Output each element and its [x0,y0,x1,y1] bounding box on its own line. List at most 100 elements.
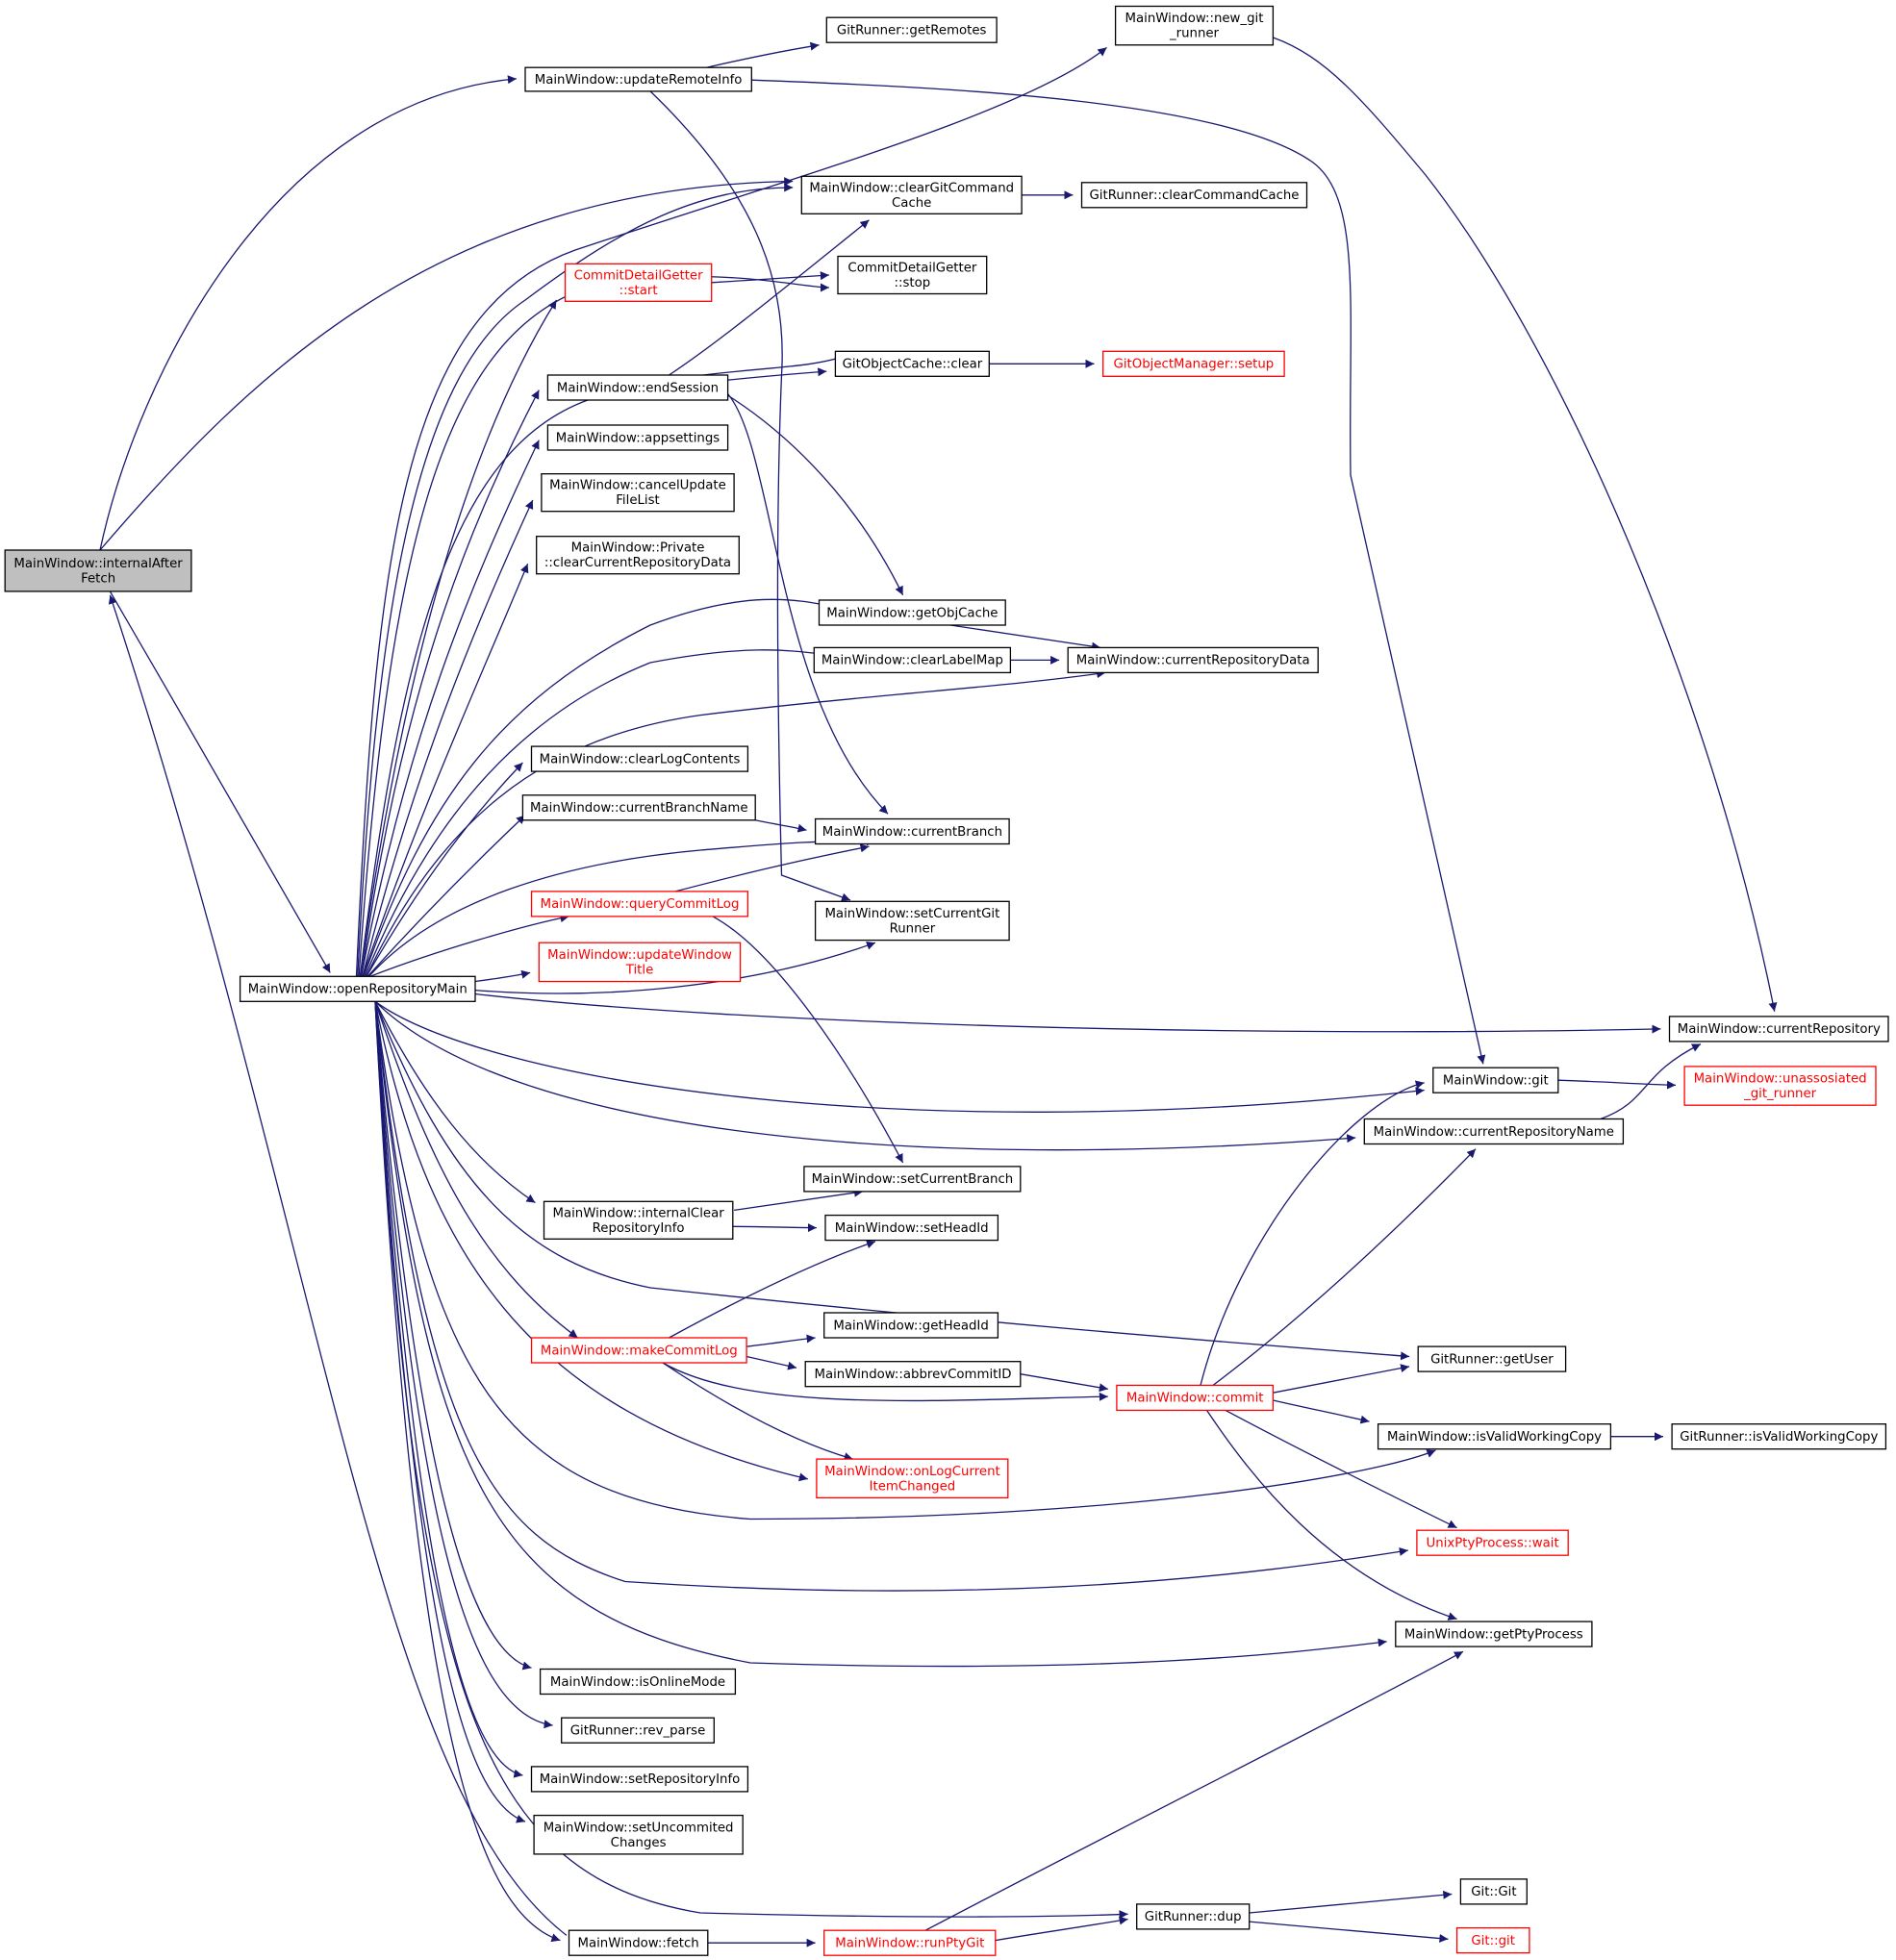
node-getPtyProcess[interactable]: MainWindow::getPtyProcess [1395,1621,1593,1647]
node-box [1459,1878,1528,1905]
edge-openRepositoryMain-to-currentRepositoryName [374,1000,1356,1151]
edge-openRepositoryMain-to-setCurrentGitRunner [474,942,876,994]
nodes-layer: MainWindow::internalAfterFetchMainWindow… [4,5,1889,1956]
node-gr_isValidWorkingCopy[interactable]: GitRunner::isValidWorkingCopy [1671,1423,1887,1450]
node-appsettings[interactable]: MainWindow::appsettings [546,424,729,451]
edge-openRepositoryMain-to-internalClearRepositoryInfo [374,1001,536,1204]
node-new_git_runner[interactable]: MainWindow::new_git_runner [1114,5,1275,46]
node-getHeadId[interactable]: MainWindow::getHeadId [823,1312,999,1339]
node-box [546,424,729,451]
node-currentRepository[interactable]: MainWindow::currentRepository [1668,1016,1889,1043]
node-getUser[interactable]: GitRunner::getUser [1417,1345,1567,1372]
edge-openRepositoryMain-to-clearCurrentRepositoryData [362,564,529,977]
node-git_Git[interactable]: Git::Git [1459,1878,1528,1905]
node-currentBranch[interactable]: MainWindow::currentBranch [814,817,1010,845]
edge-makeCommitLog-to-getHeadId [746,1334,816,1347]
node-box [1363,1118,1625,1145]
edge-updateRemoteInfo-to-getRemotes [706,41,820,68]
node-rev_parse[interactable]: GitRunner::rev_parse [561,1717,715,1744]
edge-abbrevCommitID-to-commit [1020,1373,1108,1393]
node-box [239,975,476,1002]
node-getObjCache[interactable]: MainWindow::getObjCache [818,599,1006,626]
node-box [1416,1529,1569,1556]
node-setRepositoryInfo[interactable]: MainWindow::setRepositoryInfo [530,1766,749,1793]
node-cdg_start[interactable]: CommitDetailGetter::start [564,263,713,302]
node-label: MainWindow::new_git [1125,12,1264,26]
edge-endSession-to-objcache_clear [727,367,827,381]
node-label: GitRunner::isValidWorkingCopy [1680,1430,1878,1445]
edge-makeCommitLog-to-setHeadId [669,1240,876,1339]
node-endSession[interactable]: MainWindow::endSession [546,374,729,401]
node-currentRepositoryData[interactable]: MainWindow::currentRepositoryData [1067,646,1319,674]
edge-openRepositoryMain-to-setRepositoryInfo [374,1001,523,1778]
edge-openRepositoryMain-to-currentBranch [368,837,876,977]
node-label: MainWindow::currentRepositoryName [1374,1125,1614,1140]
node-updateRemoteInfo[interactable]: MainWindow::updateRemoteInfo [524,66,752,92]
node-objmgr_setup[interactable]: GitObjectManager::setup [1101,350,1285,377]
edge-commit-to-currentRepositoryName [1212,1148,1477,1386]
edge-internalClearRepositoryInfo-to-setHeadId [732,1223,817,1233]
node-commit[interactable]: MainWindow::commit [1116,1384,1275,1412]
node-label: Title [625,963,654,977]
node-clearCurrentRepositoryData[interactable]: MainWindow::Private::clearCurrentReposit… [536,536,740,575]
node-clearLabelMap[interactable]: MainWindow::clearLabelMap [813,646,1012,674]
node-fetch[interactable]: MainWindow::fetch [568,1929,709,1956]
node-label: MainWindow::setCurrentBranch [812,1172,1014,1187]
node-unixpty_wait[interactable]: UnixPtyProcess::wait [1416,1529,1569,1556]
node-label: MainWindow::setCurrentGit [824,907,999,921]
node-openRepositoryMain[interactable]: MainWindow::openRepositoryMain [239,975,476,1002]
node-currentRepositoryName[interactable]: MainWindow::currentRepositoryName [1363,1118,1625,1145]
edge-openRepositoryMain-to-new_git_runner [355,46,1107,977]
edge-endSession-to-getObjCache [724,392,904,596]
node-label: ::stop [895,276,931,290]
node-label: RepositoryInfo [593,1221,685,1236]
node-box [813,646,1012,674]
node-box [1116,1384,1275,1412]
edge-queryCommitLog-to-currentBranch [674,843,870,892]
node-box [804,1361,1022,1388]
edge-openRepositoryMain-to-mw_isValidWorkingCopy [374,1001,1436,1520]
node-box [1067,646,1319,674]
edge-internalClearRepositoryInfo-to-setCurrentBranch [734,1188,864,1212]
node-label: MainWindow::setHeadId [835,1221,989,1236]
node-cdg_stop[interactable]: CommitDetailGetter::stop [837,255,988,295]
node-setHeadId[interactable]: MainWindow::setHeadId [824,1214,999,1242]
node-makeCommitLog[interactable]: MainWindow::makeCommitLog [530,1337,747,1364]
node-label: ::clearCurrentRepositoryData [544,556,731,570]
node-label: MainWindow::getHeadId [833,1319,988,1333]
node-label: GitRunner::rev_parse [570,1724,706,1739]
node-setCurrentBranch[interactable]: MainWindow::setCurrentBranch [803,1166,1022,1193]
node-clearLogContents[interactable]: MainWindow::clearLogContents [530,745,749,772]
node-abbrevCommitID[interactable]: MainWindow::abbrevCommitID [804,1361,1022,1388]
node-mw_git[interactable]: MainWindow::git [1432,1067,1559,1093]
node-queryCommitLog[interactable]: MainWindow::queryCommitLog [530,891,749,917]
node-isOnlineMode[interactable]: MainWindow::isOnlineMode [539,1668,737,1696]
node-objcache_clear[interactable]: GitObjectCache::clear [834,350,990,377]
node-runPtyGit[interactable]: MainWindow::runPtyGit [823,1929,997,1956]
node-label: CommitDetailGetter [574,268,703,283]
node-unassosiated_git_runner[interactable]: MainWindow::unassosiated_git_runner [1683,1066,1877,1106]
node-box [814,817,1010,845]
node-clearCommandCache[interactable]: GitRunner::clearCommandCache [1080,182,1308,209]
node-label: Fetch [81,572,115,587]
node-label: MainWindow::updateRemoteInfo [535,73,743,88]
node-currentBranchName[interactable]: MainWindow::currentBranchName [521,794,756,821]
node-git_git[interactable]: Git::git [1455,1926,1530,1954]
edge-openRepositoryMain-to-queryCommitLog [369,914,569,977]
node-gr_dup[interactable]: GitRunner::dup [1136,1903,1251,1930]
node-box [824,1214,999,1242]
node-box [561,1717,715,1744]
node-box [834,350,990,377]
edge-openRepositoryMain-to-currentRepositoryData [366,669,1106,977]
node-getRemotes[interactable]: GitRunner::getRemotes [825,16,998,43]
node-mw_isValidWorkingCopy[interactable]: MainWindow::isValidWorkingCopy [1377,1423,1612,1450]
edge-openRepositoryMain-to-makeCommitLog [374,1001,578,1339]
